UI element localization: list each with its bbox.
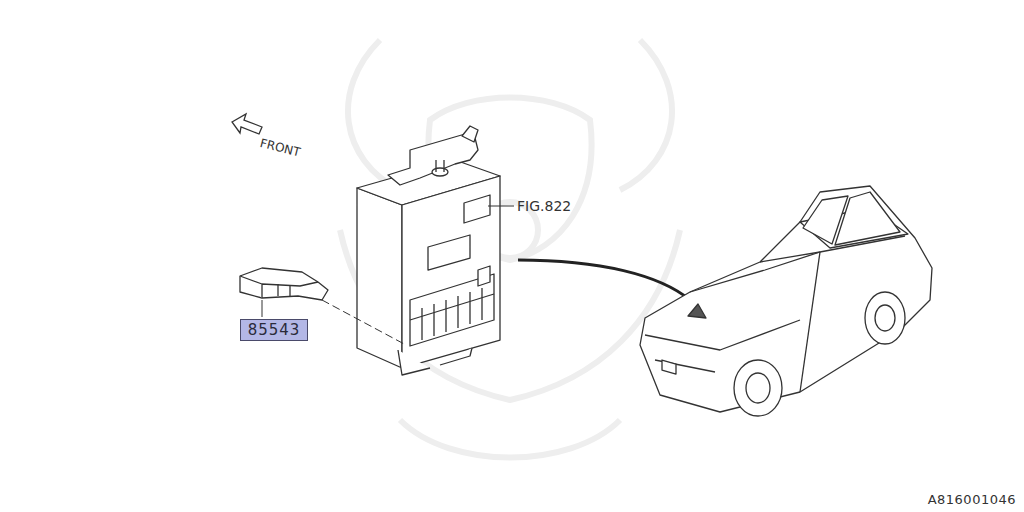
location-line — [518, 260, 690, 300]
watermark — [340, 40, 680, 458]
callout-number: 85543 — [240, 319, 308, 341]
car-illustration — [640, 186, 932, 416]
direction-label: FRONT — [259, 136, 302, 160]
figure-reference: FIG.822 — [517, 198, 571, 214]
connector-part — [240, 268, 328, 300]
leader-line — [488, 206, 514, 207]
dashed-leader — [322, 300, 406, 345]
leader-line — [262, 300, 263, 317]
callout-text: 85543 — [248, 321, 301, 339]
front-arrow — [232, 114, 262, 134]
diagram-code: A816001046 — [928, 492, 1016, 507]
fuse-box — [357, 126, 500, 375]
